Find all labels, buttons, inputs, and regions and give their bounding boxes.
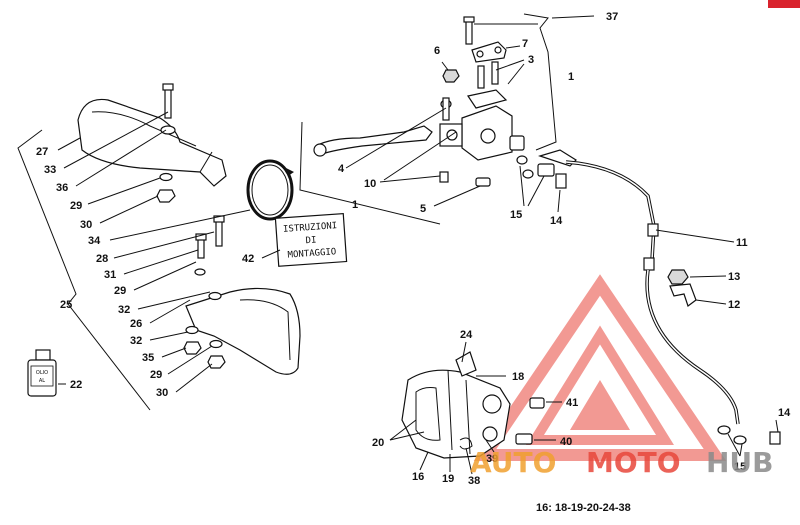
callout-1-top: 1 (568, 71, 574, 83)
callout-10: 10 (364, 178, 376, 190)
screw-31 (197, 237, 205, 259)
spring-38 (459, 437, 473, 450)
callout-32-lower: 32 (130, 335, 142, 347)
callout-28: 28 (96, 253, 108, 265)
callout-18: 18 (512, 371, 524, 383)
washer-15a (516, 155, 528, 165)
hand-guard-upper (77, 83, 227, 187)
handlebar-clamp (463, 16, 507, 89)
watermark-text: AUTO MOTO HUB (470, 446, 774, 479)
callout-14-lower: 14 (778, 407, 791, 419)
callout-26: 26 (130, 318, 142, 330)
callout-7: 7 (522, 38, 528, 50)
callout-30-upper: 30 (80, 219, 92, 231)
callout-34: 34 (88, 235, 101, 247)
master-cylinder (439, 89, 525, 161)
card-line-1: ISTRUZIONI (283, 221, 338, 235)
callout-16: 16 (412, 471, 424, 483)
callout-labels: 1 1 3 4 5 6 7 10 11 12 13 14 14 15 15 16… (36, 11, 791, 487)
callout-6: 6 (434, 45, 440, 57)
callout-29-upper: 29 (70, 200, 82, 212)
callout-13: 13 (728, 271, 740, 283)
callout-30-lower: 30 (156, 387, 168, 399)
washer-29-lower (209, 339, 223, 349)
callout-27: 27 (36, 146, 48, 158)
callout-14-top: 14 (550, 215, 563, 227)
callout-36: 36 (56, 182, 68, 194)
brake-caliper (401, 351, 511, 459)
callout-1-left: 1 (352, 199, 358, 211)
callout-24: 24 (460, 329, 473, 341)
bolt-14 (555, 173, 567, 189)
nut-30-lower (207, 355, 226, 369)
callout-40: 40 (560, 436, 572, 448)
callout-15-lower: 15 (734, 461, 746, 473)
bottle-label-2: AL (39, 378, 45, 384)
callout-42: 42 (242, 253, 254, 265)
bleed-screw-41 (529, 397, 545, 409)
callout-37: 37 (606, 11, 618, 23)
callout-12: 12 (728, 299, 740, 311)
callout-29-mid: 29 (114, 285, 126, 297)
nut-30-upper (156, 189, 176, 203)
ring-clip-34 (246, 159, 294, 221)
watermark-logo (473, 274, 727, 461)
group-bracket-1-left (299, 121, 441, 225)
kit-note: 16: 18-19-20-24-38 (536, 502, 631, 514)
nut-6 (442, 69, 460, 83)
callout-29-lower: 29 (150, 369, 162, 381)
callout-25: 25 (60, 299, 72, 311)
leader-lines-right (345, 15, 779, 475)
oil-bottle: OLIO AL (27, 349, 57, 397)
callout-22: 22 (70, 379, 82, 391)
watermark-part-2: MOTO (586, 446, 681, 479)
nut-35 (183, 341, 202, 355)
brake-lever (313, 125, 433, 157)
callout-39: 39 (486, 453, 498, 465)
callout-32-upper: 32 (118, 304, 130, 316)
callout-15-top: 15 (510, 209, 522, 221)
bolt-14-lower (769, 431, 781, 445)
card-line-2: DI (305, 236, 317, 247)
nut-13 (667, 269, 689, 285)
washer-32-lower (185, 325, 199, 335)
callout-4: 4 (338, 163, 345, 175)
switch-5 (475, 177, 491, 187)
callout-5: 5 (420, 203, 426, 215)
hand-guard-lower (185, 268, 301, 375)
callout-20: 20 (372, 437, 384, 449)
washer-29-upper (159, 172, 173, 182)
corner-badge (768, 0, 800, 8)
screw-28 (215, 219, 223, 247)
brake-hose (565, 160, 656, 261)
watermark-part-3: HUB (706, 446, 774, 479)
watermark-part-1: AUTO (470, 446, 556, 479)
callout-33: 33 (44, 164, 56, 176)
callout-11: 11 (736, 237, 748, 249)
callout-31: 31 (104, 269, 116, 281)
card-line-3: MONTAGGIO (287, 247, 336, 260)
callout-38: 38 (468, 475, 480, 487)
callout-3: 3 (528, 54, 534, 66)
instructions-card: ISTRUZIONI DI MONTAGGIO (274, 212, 348, 267)
pin-40 (515, 433, 533, 445)
group-bracket-37 (523, 13, 557, 151)
callout-19: 19 (442, 473, 454, 485)
bolt-10 (439, 171, 449, 183)
banjo-15 (537, 163, 555, 177)
leader-lines-left (57, 111, 281, 393)
hose-clip-12 (669, 283, 697, 307)
callout-35: 35 (142, 352, 154, 364)
group-bracket-25 (17, 129, 151, 411)
bottle-label-1: OLIO (36, 370, 48, 376)
callout-41: 41 (566, 397, 578, 409)
